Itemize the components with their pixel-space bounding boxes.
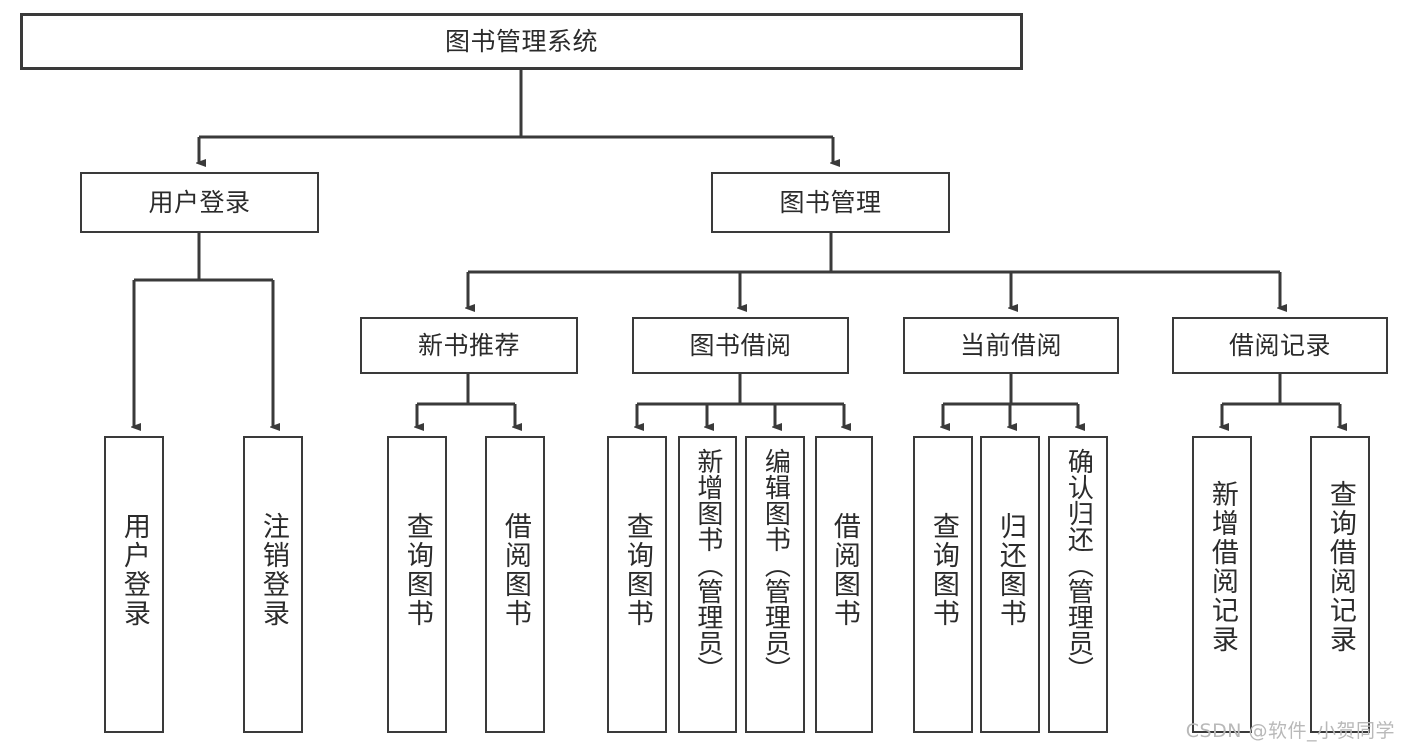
node-leaf-query-books-recommend-label: 查询图书 bbox=[401, 512, 433, 628]
node-leaf-borrow-books-label: 借阅图书 bbox=[828, 512, 860, 628]
csdn-watermark: CSDN @软件_小贺同学 bbox=[1185, 720, 1395, 742]
node-leaf-edit-book-admin-label: 编辑图书（管理员） bbox=[760, 448, 791, 682]
node-leaf-query-books-current[interactable]: 查询图书 bbox=[913, 436, 973, 733]
node-borrow-records[interactable]: 借阅记录 bbox=[1172, 317, 1388, 374]
node-leaf-borrow-books-recommend[interactable]: 借阅图书 bbox=[485, 436, 545, 733]
node-leaf-query-books-recommend[interactable]: 查询图书 bbox=[387, 436, 447, 733]
node-root[interactable]: 图书管理系统 bbox=[20, 13, 1023, 70]
node-leaf-borrow-books-recommend-label: 借阅图书 bbox=[499, 512, 531, 628]
node-current-borrow-label: 当前借阅 bbox=[959, 330, 1062, 360]
node-leaf-user-login[interactable]: 用户登录 bbox=[104, 436, 164, 733]
node-leaf-query-books-borrow-label: 查询图书 bbox=[621, 512, 653, 628]
node-leaf-confirm-return-admin-label: 确认归还（管理员） bbox=[1063, 448, 1094, 682]
node-leaf-user-login-label: 用户登录 bbox=[118, 512, 150, 628]
node-book-management-label: 图书管理 bbox=[779, 187, 882, 217]
node-user-login[interactable]: 用户登录 bbox=[80, 172, 319, 233]
node-leaf-return-books-label: 归还图书 bbox=[994, 512, 1026, 628]
node-leaf-user-logout-label: 注销登录 bbox=[257, 512, 289, 628]
node-user-login-label: 用户登录 bbox=[148, 187, 251, 217]
node-new-book-recommend[interactable]: 新书推荐 bbox=[360, 317, 578, 374]
node-leaf-confirm-return-admin[interactable]: 确认归还（管理员） bbox=[1048, 436, 1108, 733]
node-leaf-edit-book-admin[interactable]: 编辑图书（管理员） bbox=[745, 436, 805, 733]
node-leaf-user-logout[interactable]: 注销登录 bbox=[243, 436, 303, 733]
node-new-book-recommend-label: 新书推荐 bbox=[417, 330, 520, 360]
node-leaf-query-borrow-record-label: 查询借阅记录 bbox=[1324, 480, 1356, 654]
node-root-label: 图书管理系统 bbox=[444, 26, 598, 56]
node-leaf-add-book-admin[interactable]: 新增图书（管理员） bbox=[678, 436, 737, 733]
node-book-borrow[interactable]: 图书借阅 bbox=[632, 317, 849, 374]
node-leaf-add-book-admin-label: 新增图书（管理员） bbox=[692, 448, 723, 682]
node-leaf-query-books-borrow[interactable]: 查询图书 bbox=[607, 436, 667, 733]
node-leaf-return-books[interactable]: 归还图书 bbox=[980, 436, 1040, 733]
node-leaf-add-borrow-record[interactable]: 新增借阅记录 bbox=[1192, 436, 1252, 733]
node-leaf-query-borrow-record[interactable]: 查询借阅记录 bbox=[1310, 436, 1370, 733]
node-leaf-borrow-books[interactable]: 借阅图书 bbox=[815, 436, 873, 733]
node-current-borrow[interactable]: 当前借阅 bbox=[903, 317, 1119, 374]
node-leaf-add-borrow-record-label: 新增借阅记录 bbox=[1206, 480, 1238, 654]
node-leaf-query-books-current-label: 查询图书 bbox=[927, 512, 959, 628]
node-book-management[interactable]: 图书管理 bbox=[711, 172, 950, 233]
node-book-borrow-label: 图书借阅 bbox=[689, 330, 792, 360]
node-borrow-records-label: 借阅记录 bbox=[1228, 330, 1331, 360]
